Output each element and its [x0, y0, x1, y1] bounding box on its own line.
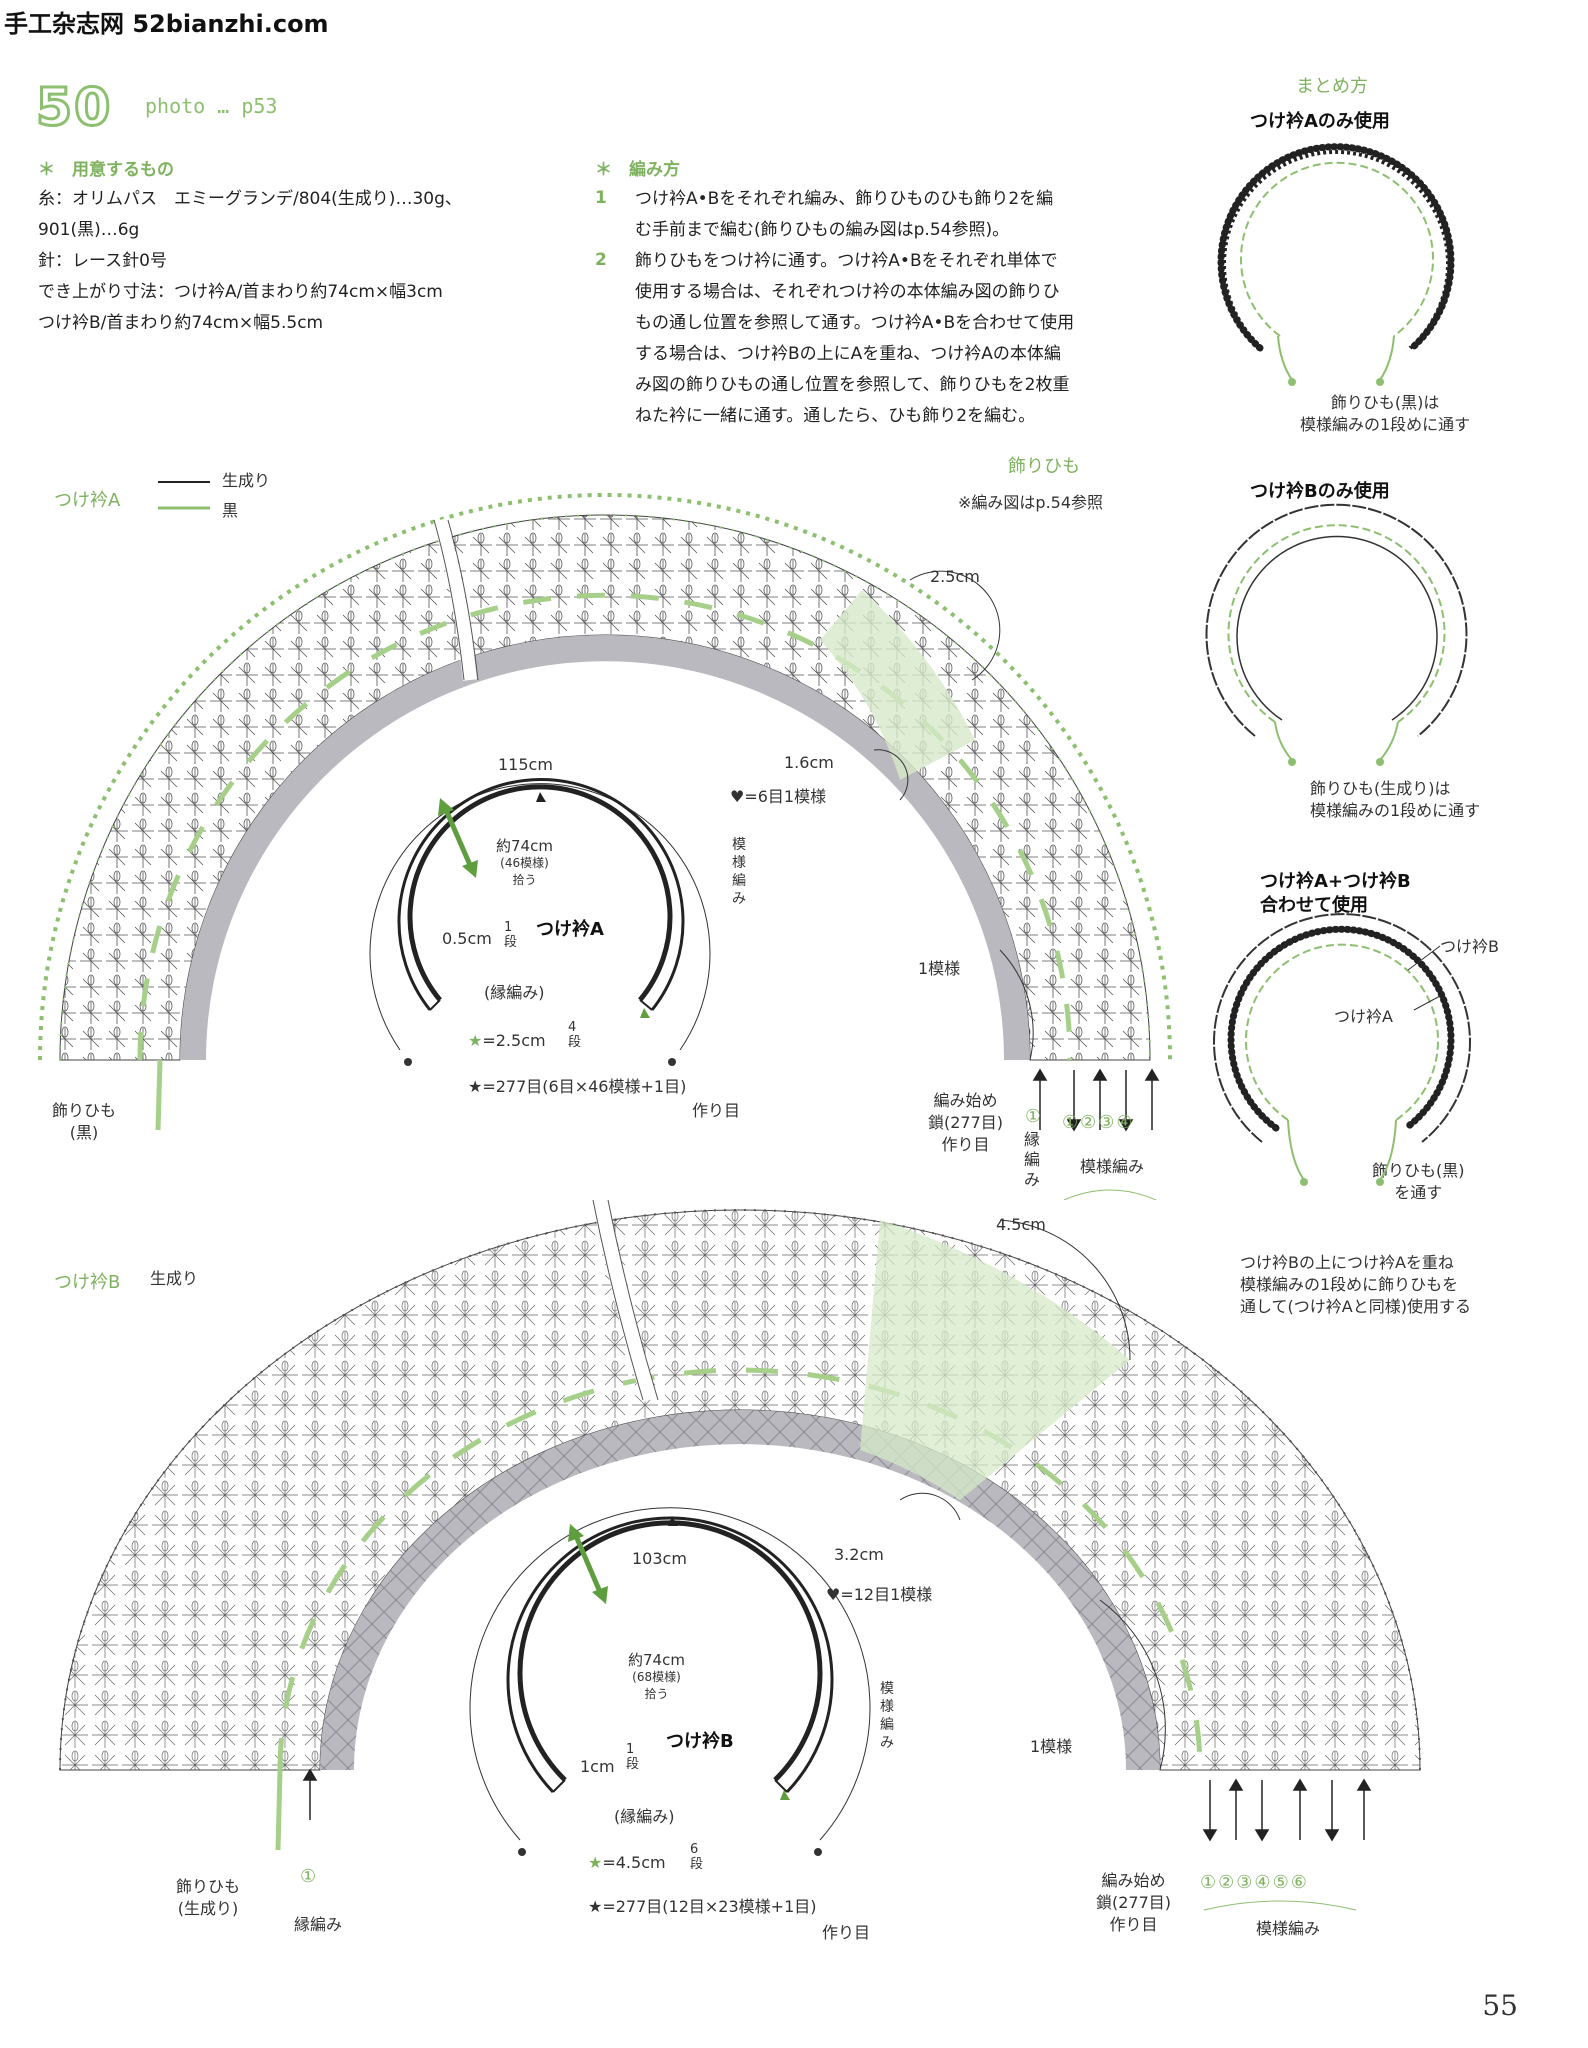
collar-a-title: つけ衿A: [54, 490, 121, 511]
summary-b-only: つけ衿Bのみ使用: [1250, 481, 1390, 502]
collar-b-neck-length: 約74cm(68模様)拾う: [628, 1651, 685, 1702]
collar-a-chart: [38, 493, 1172, 1200]
collar-b-edge-label: 縁編み: [294, 1915, 343, 1934]
pattern-number: 50: [34, 77, 113, 140]
summary-b-diagram: [1205, 503, 1468, 766]
collar-a-string-label: 飾りひも: [1008, 456, 1080, 477]
collar-a-pattern-label: 模様編み: [1080, 1157, 1145, 1176]
collar-b-star-green: ★=4.5cm: [588, 1853, 666, 1872]
photo-reference: photo … p53: [145, 94, 278, 118]
page-number: 55: [1482, 1989, 1518, 2022]
collar-b-chart: [59, 1198, 1421, 1911]
collar-b-pattern-side: 模様編み: [880, 1681, 894, 1751]
collar-b-band-width: 1cm: [580, 1757, 615, 1776]
collar-a-row1-marker: ①: [1025, 1106, 1042, 1127]
collar-a-legend-lines: [158, 481, 210, 510]
materials-title: ＊ 用意するもの: [38, 160, 174, 180]
method-section: ＊ 編み方 1 つけ衿A•Bをそれぞれ編み、飾りひものひも飾り2を編 む手前まで…: [595, 156, 1175, 432]
materials-section: ＊ 用意するもの 糸：オリムパス エミーグランデ/804(生成り)…30g、 9…: [38, 156, 598, 339]
summary-a-only: つけ衿Aのみ使用: [1250, 111, 1390, 132]
collar-a-legend-white: 生成り: [222, 471, 271, 490]
materials-line: 901(黒)…6g: [38, 220, 140, 240]
method-step-1: 1 つけ衿A•Bをそれぞれ編み、飾りひものひも飾り2を編 む手前まで編む(飾りひ…: [595, 188, 1054, 240]
collar-a-cast-on: 作り目: [692, 1101, 741, 1120]
collar-a-star-black: ★=277目(6目×46模様+1目): [468, 1077, 687, 1096]
summary-ab-note: 飾りひも(黒)を通す: [1372, 1161, 1465, 1202]
collar-a-width-top: 2.5cm: [930, 567, 980, 586]
collar-b-edge: (縁編み): [614, 1807, 675, 1826]
collar-a-outer-length: 115cm: [498, 755, 553, 774]
materials-line: でき上がり寸法：つけ衿A/首まわり約74cm×幅3cm: [38, 282, 443, 302]
collar-a-star-green: ★=2.5cm: [468, 1031, 546, 1050]
summary-diagrams: [1205, 143, 1471, 1186]
collar-a-edge-label: 縁編み: [1024, 1130, 1041, 1189]
collar-b-tie-label: 飾りひも(生成り): [176, 1877, 241, 1918]
summary-title: まとめ方: [1296, 76, 1368, 97]
materials-line: つけ衿B/首まわり約74cm×幅5.5cm: [38, 313, 324, 333]
collar-b-rows: ①②③④⑤⑥: [1200, 1872, 1309, 1893]
collar-a-rows: ①②③④: [1062, 1112, 1135, 1133]
collar-b-schematic-name: つけ衿B: [666, 1731, 734, 1752]
site-watermark: 手工杂志网 52bianzhi.com: [4, 10, 329, 38]
method-step-2: 2 飾りひもをつけ衿に通す。つけ衿A•Bをそれぞれ単体で 使用する場合は、それぞ…: [595, 250, 1075, 426]
summary-ab-desc: つけ衿Bの上につけ衿Aを重ね模様編みの1段めに飾りひもを通して(つけ衿Aと同様)…: [1240, 1253, 1471, 1316]
collar-a-pattern-side: 模様編み: [732, 837, 746, 907]
collar-a-string-note: ※編み図はp.54参照: [958, 493, 1104, 512]
collar-b-repeat: 1模様: [1030, 1737, 1073, 1756]
collar-a-edge: (縁編み): [484, 983, 545, 1002]
summary-ab-label-a: つけ衿A: [1334, 1007, 1393, 1026]
collar-a-heart-note: ♥=6目1模様: [730, 787, 827, 806]
collar-b-star-black: ★=277目(12目×23模様+1目): [588, 1897, 817, 1916]
collar-b-schematic: [469, 1507, 871, 1856]
collar-a-neck-length: 約74cm(46模様)拾う: [496, 837, 553, 888]
collar-b-outer-length: 103cm: [632, 1549, 687, 1568]
collar-a-repeat: 1模様: [918, 959, 961, 978]
summary-b-note: 飾りひも(生成り)は模様編みの1段めに通す: [1310, 779, 1481, 820]
collar-b-heart-note: ♥=12目1模様: [826, 1585, 933, 1604]
collar-a-tie-label: 飾りひも(黒): [52, 1101, 117, 1142]
collar-a-band-width: 0.5cm: [442, 929, 492, 948]
method-title: ＊ 編み方: [595, 160, 680, 180]
summary-ab-diagram: [1213, 913, 1471, 1186]
collar-b-legend-white: 生成り: [150, 1269, 199, 1288]
collar-b-pattern-label: 模様編み: [1256, 1919, 1321, 1938]
collar-a-schematic-name: つけ衿A: [536, 919, 604, 940]
collar-b-cast-on: 作り目: [822, 1923, 871, 1942]
collar-b-start: 編み始め鎖(277目)作り目: [1096, 1871, 1172, 1934]
collar-a-width-band: 1.6cm: [784, 753, 834, 772]
collar-b-width-band: 3.2cm: [834, 1545, 884, 1564]
collar-b-row1-marker: ①: [300, 1866, 317, 1887]
collar-b-width-top: 4.5cm: [996, 1215, 1046, 1234]
materials-line: 糸：オリムパス エミーグランデ/804(生成り)…30g、: [38, 189, 462, 209]
materials-line: 針：レース針0号: [38, 251, 167, 271]
summary-a-diagram: [1217, 143, 1455, 386]
collar-a-start: 編み始め鎖(277目)作り目: [928, 1091, 1004, 1154]
collar-a-schematic: [369, 778, 711, 1066]
summary-ab-label-b: つけ衿B: [1440, 937, 1499, 956]
collar-b-title: つけ衿B: [54, 1272, 121, 1293]
collar-a-legend-black: 黒: [222, 501, 239, 520]
summary-a-note: 飾りひも(黒)は模様編みの1段めに通す: [1300, 393, 1471, 434]
